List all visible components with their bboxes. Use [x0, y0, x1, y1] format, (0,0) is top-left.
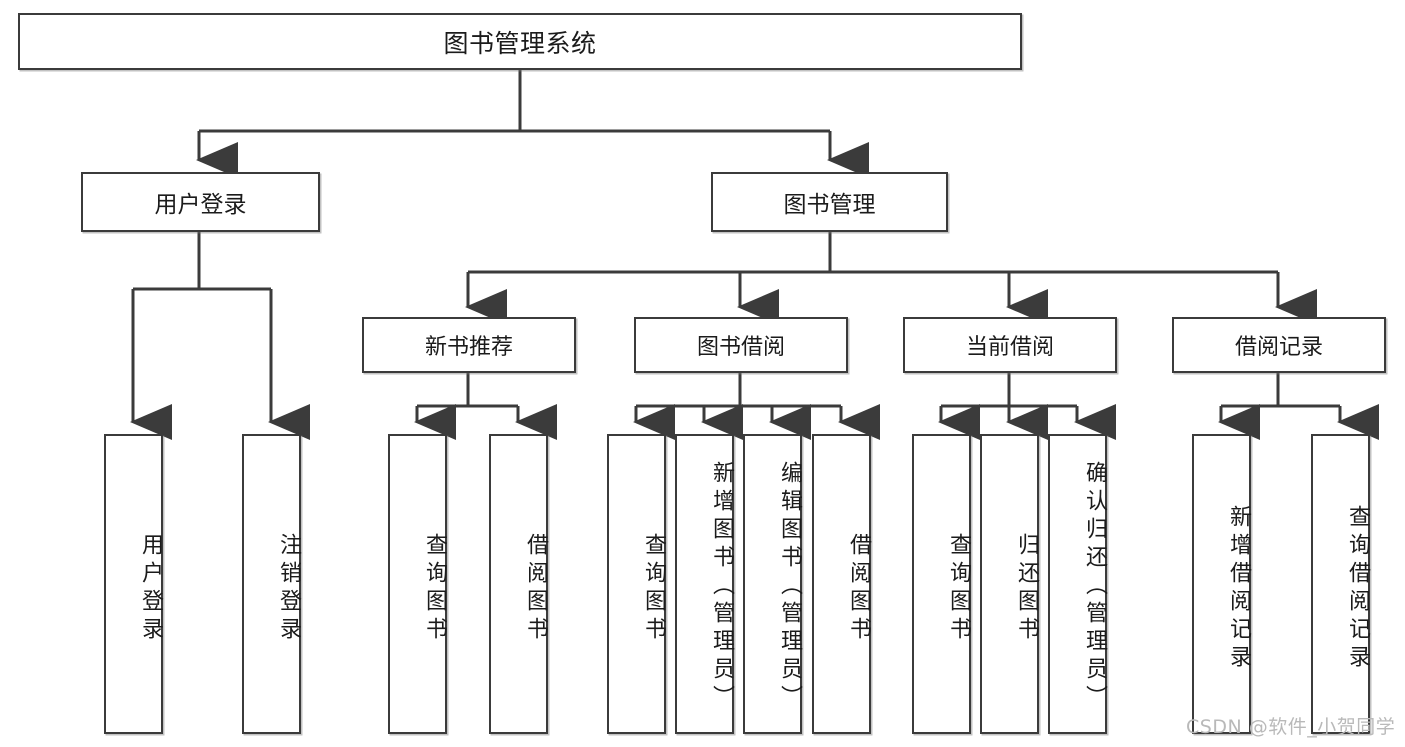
leaf-borrow-book[interactable]: 借阅图书 — [812, 434, 871, 734]
node-label: 新增图书（管理员） — [709, 461, 734, 713]
node-label: 查询图书 — [946, 533, 971, 645]
leaf-add-book-admin[interactable]: 新增图书（管理员） — [675, 434, 734, 734]
leaf-add-borrow-record[interactable]: 新增借阅记录 — [1192, 434, 1251, 734]
node-label: 图书管理 — [783, 192, 876, 218]
node-label: 编辑图书（管理员） — [777, 461, 802, 713]
node-label: 用户登录 — [154, 192, 247, 218]
node-current-borrowing[interactable]: 当前借阅 — [903, 317, 1117, 373]
node-label: 用户登录 — [138, 533, 163, 645]
node-label: 借阅记录 — [1234, 335, 1323, 360]
node-label: 查询图书 — [422, 533, 447, 645]
leaf-edit-book-admin[interactable]: 编辑图书（管理员） — [743, 434, 802, 734]
node-label: 借阅图书 — [846, 533, 871, 645]
node-label: 确认归还（管理员） — [1082, 461, 1107, 713]
watermark: CSDN @软件_小贺同学 — [1186, 716, 1396, 738]
node-book-borrowing[interactable]: 图书借阅 — [634, 317, 848, 373]
node-label: 图书管理系统 — [443, 28, 597, 58]
node-label: 注销登录 — [276, 533, 301, 645]
node-label: 查询图书 — [641, 533, 666, 645]
node-label: 借阅图书 — [523, 533, 548, 645]
node-borrowing-record[interactable]: 借阅记录 — [1172, 317, 1386, 373]
node-label: 新书推荐 — [424, 335, 513, 360]
leaf-user-login[interactable]: 用户登录 — [104, 434, 163, 734]
node-book-management[interactable]: 图书管理 — [711, 172, 948, 232]
node-label: 图书借阅 — [696, 335, 785, 360]
node-label: 当前借阅 — [965, 335, 1054, 360]
node-label: 查询借阅记录 — [1345, 505, 1370, 673]
leaf-logout[interactable]: 注销登录 — [242, 434, 301, 734]
leaf-query-book-current[interactable]: 查询图书 — [912, 434, 971, 734]
leaf-borrow-book-recommend[interactable]: 借阅图书 — [489, 434, 548, 734]
node-label: 新增借阅记录 — [1226, 505, 1251, 673]
node-label: 归还图书 — [1014, 533, 1039, 645]
leaf-query-book-borrow[interactable]: 查询图书 — [607, 434, 666, 734]
leaf-confirm-return-admin[interactable]: 确认归还（管理员） — [1048, 434, 1107, 734]
node-root-book-management-system[interactable]: 图书管理系统 — [18, 13, 1022, 70]
leaf-return-book[interactable]: 归还图书 — [980, 434, 1039, 734]
node-user-login[interactable]: 用户登录 — [81, 172, 320, 232]
leaf-query-borrow-record[interactable]: 查询借阅记录 — [1311, 434, 1370, 734]
leaf-query-book-recommend[interactable]: 查询图书 — [388, 434, 447, 734]
node-new-book-recommendation[interactable]: 新书推荐 — [362, 317, 576, 373]
